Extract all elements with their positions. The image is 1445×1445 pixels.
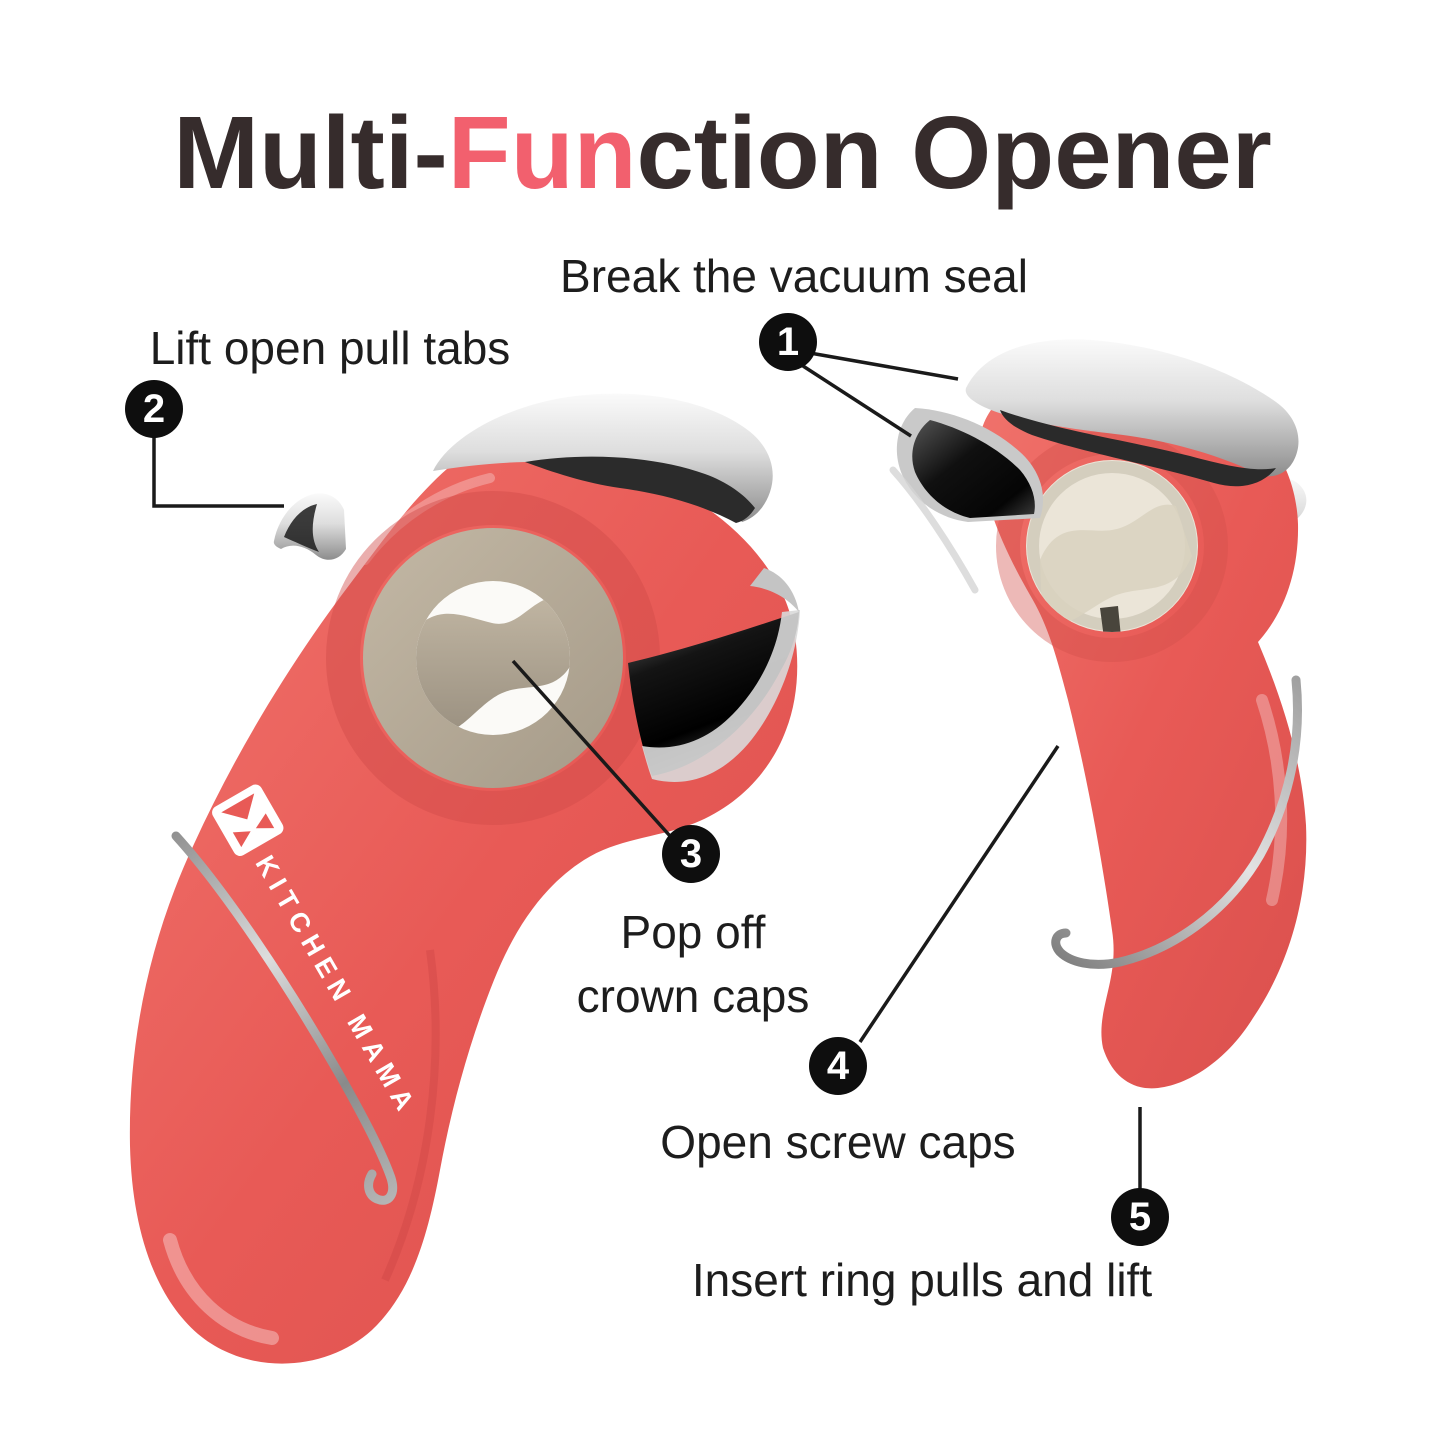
callout-label-2: Lift open pull tabs (149, 322, 511, 374)
callout-label-5: Insert ring pulls and lift (691, 1254, 1153, 1306)
callout-line-1b (802, 364, 912, 438)
callout-badge-4: 4 (809, 1037, 867, 1095)
title-highlight: Fun (447, 95, 637, 210)
body-crease (381, 949, 440, 1282)
screw-cap-hole (996, 430, 1228, 662)
callout-badge-1: 1 (759, 313, 817, 371)
page-title: Multi-Function Opener (173, 94, 1272, 212)
catch-slot (1100, 606, 1123, 632)
callout-label-3: Pop off crown caps (577, 900, 810, 1028)
pull-tab-hook-icon (273, 493, 346, 560)
right-lower-jaw (889, 408, 1044, 594)
logo-m-glyph (232, 831, 251, 848)
left-wire (171, 831, 398, 1205)
callout-label-3-line2: crown caps (576, 970, 810, 1022)
right-wire (1051, 675, 1302, 969)
callout-line-1a (809, 351, 959, 381)
logo-k-glyph (221, 793, 255, 820)
title-part2: ction Opener (636, 95, 1272, 210)
crown-cap-beak (628, 568, 800, 782)
callout-line-2 (152, 437, 284, 508)
brand-logo-mark (212, 784, 284, 856)
callout-label-4: Open screw caps (660, 1116, 1016, 1168)
left-opener: KITCHEN MAMA (129, 393, 800, 1364)
logo-m-glyph (255, 813, 275, 829)
callout-badge-2: 2 (125, 380, 183, 438)
right-opener (889, 339, 1307, 1089)
callout-label-3-line1: Pop off (620, 906, 766, 958)
body-highlight (360, 473, 495, 565)
callout-badge-5: 5 (1111, 1188, 1169, 1246)
callout-badge-3: 3 (662, 825, 720, 883)
title-part1: Multi- (173, 95, 448, 210)
callout-line-4 (858, 745, 1060, 1043)
bottle-opener-hole (326, 491, 660, 825)
callout-line-3 (511, 659, 672, 838)
right-top-jaw (965, 339, 1299, 487)
callout-lines (152, 351, 1142, 1189)
callout-label-1: Break the vacuum seal (560, 250, 1028, 302)
cap-catch-shape (1040, 504, 1192, 624)
cap-catch-shape (416, 596, 570, 733)
body-highlight (163, 1233, 279, 1345)
left-top-jaw (433, 393, 773, 523)
